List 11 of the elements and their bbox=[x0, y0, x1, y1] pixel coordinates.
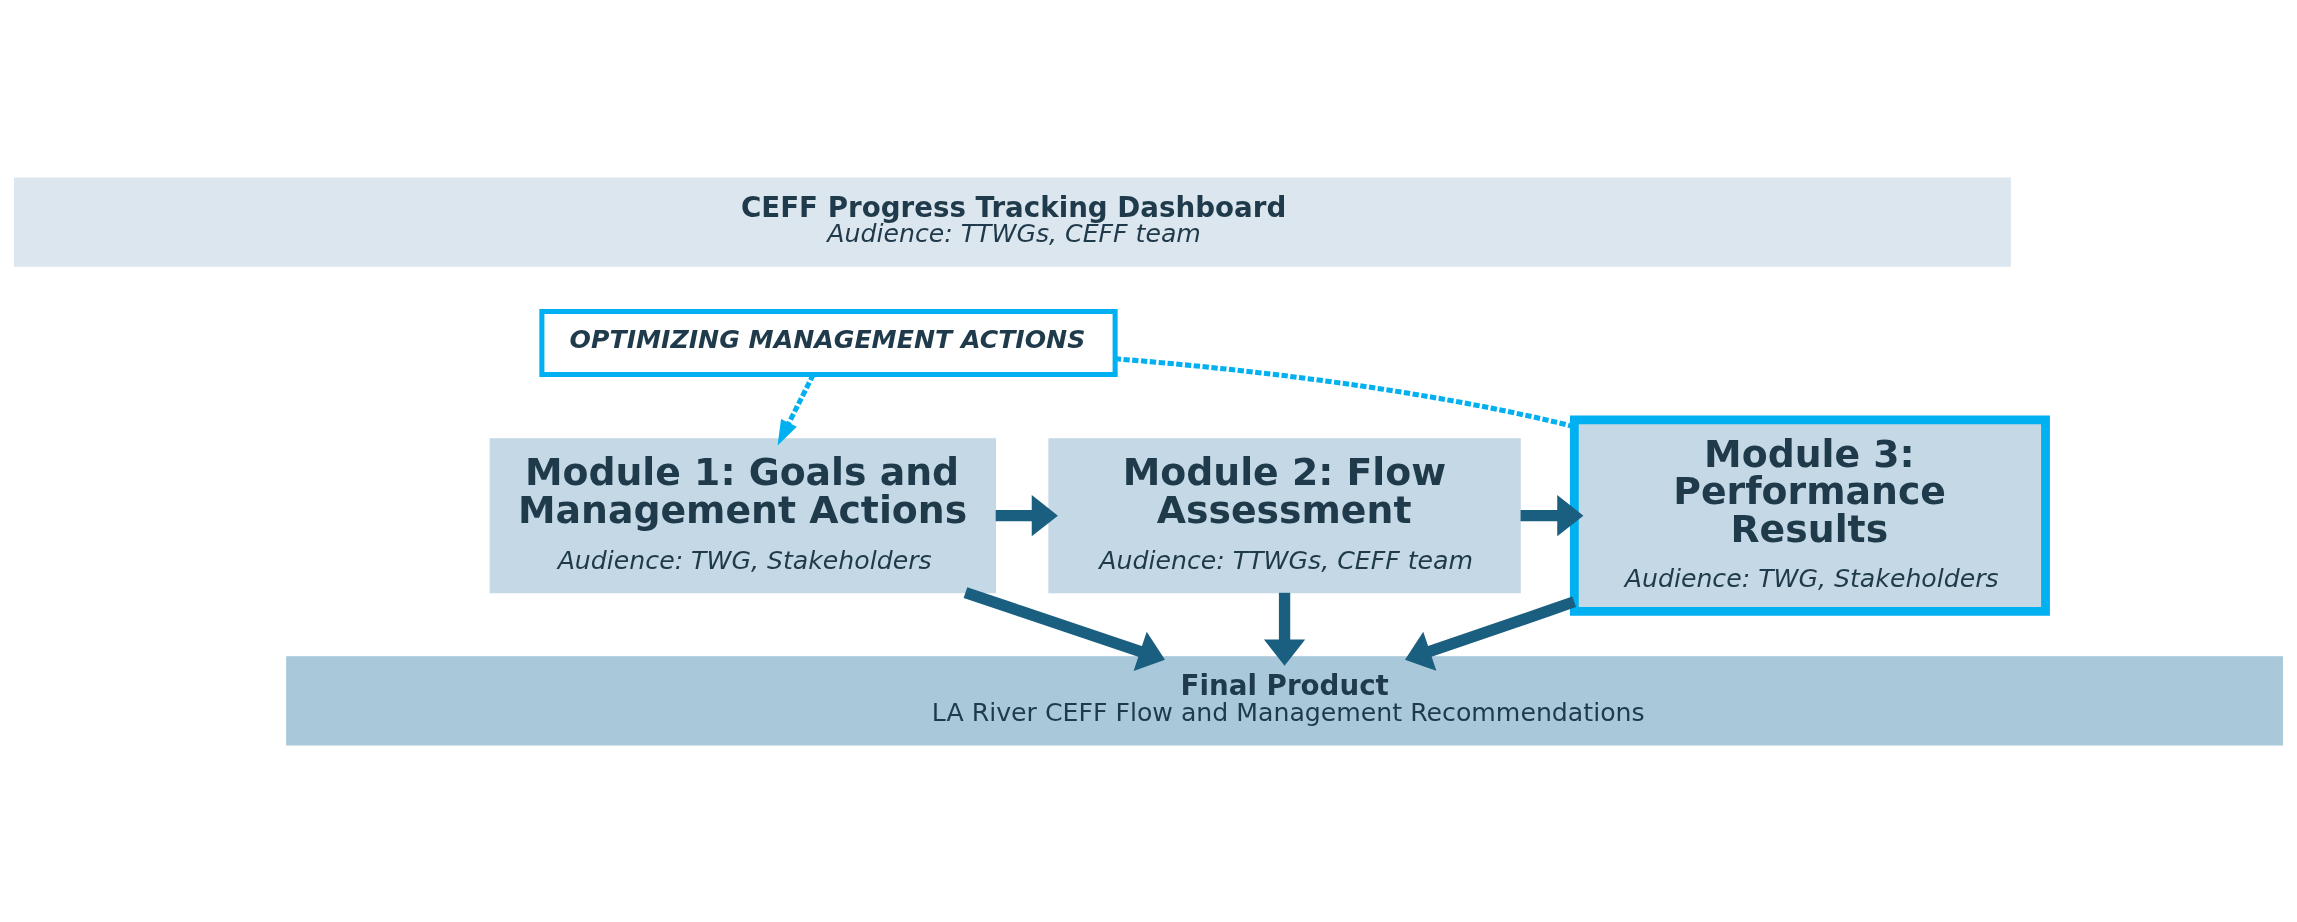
node-box: Final Product LA River CEFF Flow and Management Recommendations bbox=[286, 655, 2283, 746]
arrow bbox=[1520, 494, 1584, 536]
node-box: Module 1: Goals and Management Actions Audience: TWG, Stakeholders bbox=[489, 437, 997, 593]
arrow bbox=[995, 494, 1058, 536]
node-box: OPTIMIZING MANAGEMENT ACTIONS bbox=[539, 308, 1118, 377]
node-box: CEFF Progress Tracking Dashboard Audience: TTWGs, CEFF team bbox=[14, 176, 2011, 267]
arrow bbox=[1263, 592, 1306, 666]
node-box: Module 3: Performance Results Audience: TWG, Stakeholders bbox=[1569, 415, 2050, 616]
arrow bbox=[1405, 595, 1577, 671]
arrow bbox=[963, 586, 1165, 671]
node-box: Module 2: Flow Assessment Audience: TTWGs, CEFF team bbox=[1048, 437, 1521, 593]
